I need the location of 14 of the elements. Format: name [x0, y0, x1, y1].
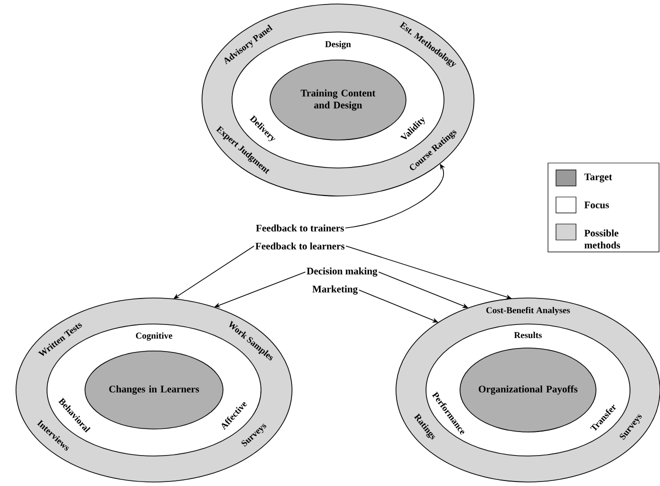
- ring-label: Cognitive: [136, 332, 172, 341]
- legend-label: Target: [584, 174, 612, 182]
- ring-label: Results: [514, 332, 542, 338]
- ring-label: Design: [325, 40, 351, 50]
- center-label: Training Content and Design: [300, 89, 376, 111]
- legend-label: Possible methods: [584, 229, 620, 248]
- legend-label: Focus: [584, 202, 609, 208]
- ring-label: Cost-Benefit Analyses: [486, 306, 570, 316]
- center-label: Organizational Payoffs: [478, 385, 578, 395]
- caption-text: Feedback to trainers: [256, 224, 344, 232]
- caption-text: Marketing: [312, 285, 358, 295]
- center-label: Changes in Learners: [109, 385, 200, 395]
- caption-text: Decision making: [306, 267, 378, 277]
- caption-text: Feedback to learners: [255, 242, 344, 250]
